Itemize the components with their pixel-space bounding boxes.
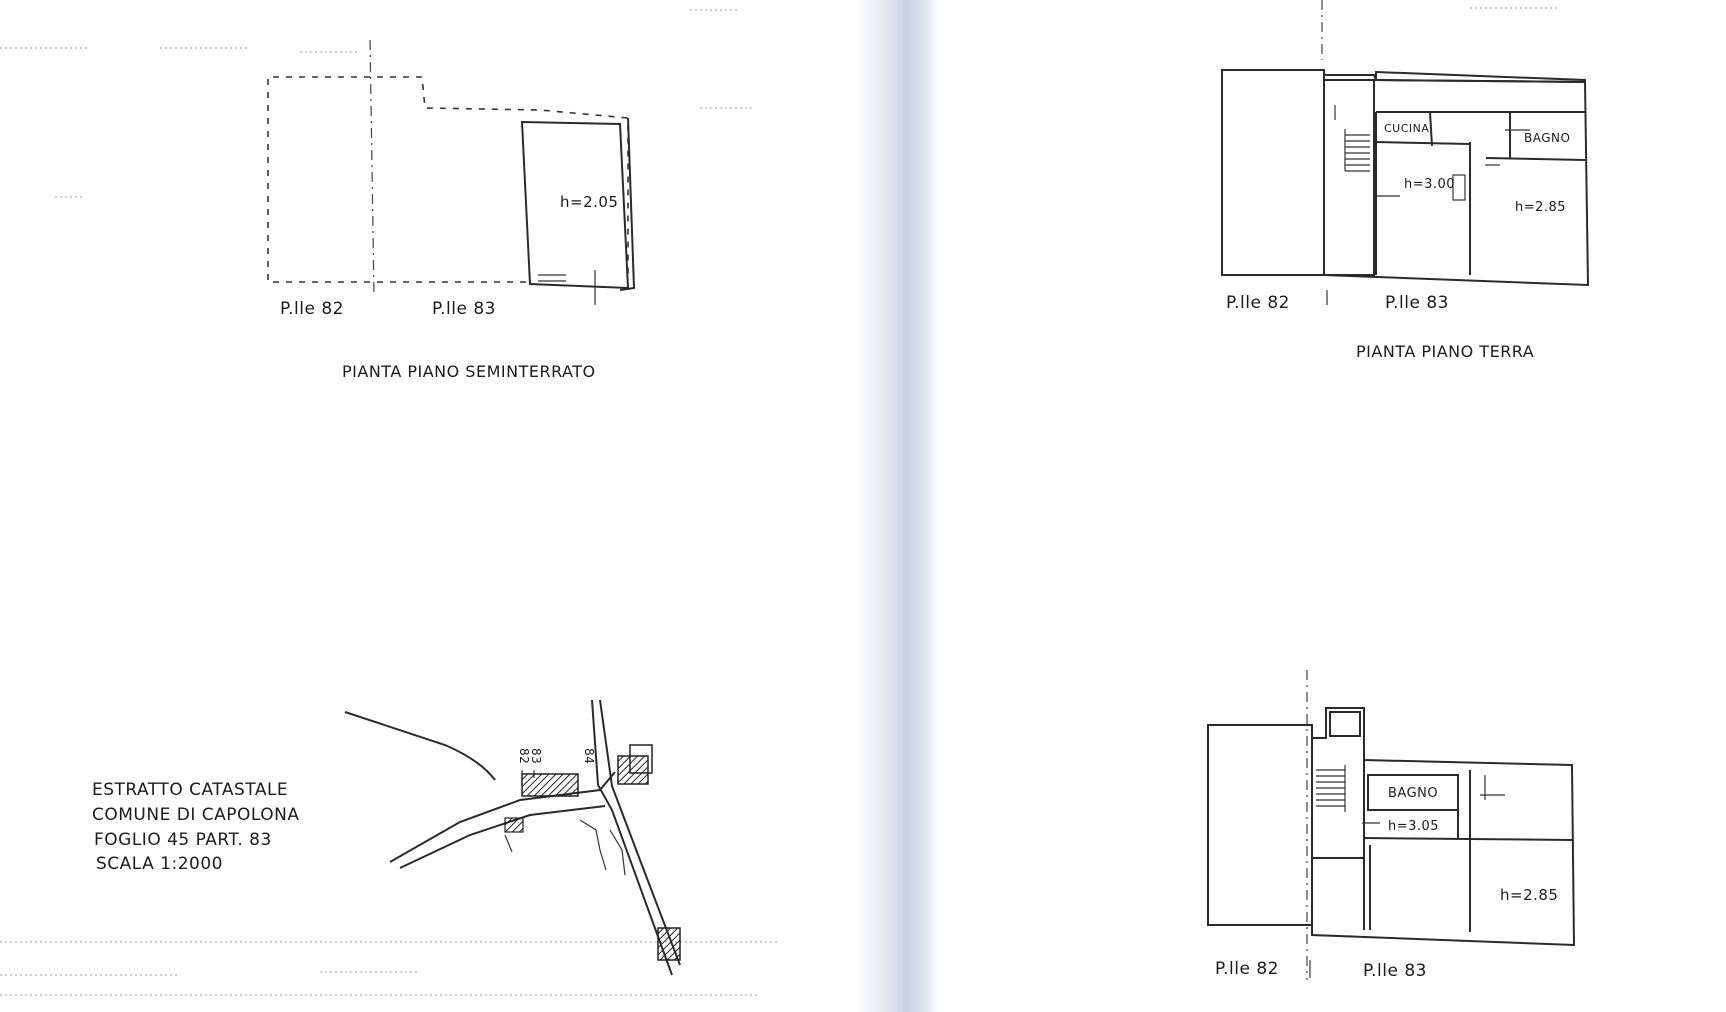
basement-plan: h=2.05 P.lle 82 P.lle 83 PIANTA PIANO SE… [267,39,636,381]
scan-artifacts [0,7,1560,996]
basement-height-label: h=2.05 [560,193,618,211]
ground-kitchen-label: CUCINA [1384,122,1429,135]
ground-stair-core [1323,79,1375,276]
ground-building-outline [1323,74,1590,287]
basement-parcel-83-label: P.lle 83 [432,299,496,319]
cadastral-parcel-83-block [521,773,579,797]
cadastral-map: 82 83 84 [344,699,681,976]
cadastral-caption-line1: ESTRATTO CATASTALE [92,780,288,800]
first-bath-label: BAGNO [1388,786,1438,801]
ground-height-center-label: h=3.00 [1404,177,1455,192]
cadastral-parcel-82-label: 82 [517,748,531,764]
first-building-outline [1311,707,1576,947]
first-parcel-82-label: P.lle 82 [1215,959,1279,979]
cadastral-caption-line2: COMUNE DI CAPOLONA [92,805,299,825]
first-height-center-label: h=3.05 [1388,819,1439,834]
first-parcel-83-label: P.lle 83 [1363,961,1427,981]
basement-parcel-82-label: P.lle 82 [280,299,344,319]
cadastral-caption: ESTRATTO CATASTALE COMUNE DI CAPOLONA FO… [92,780,299,874]
cadastral-parcel-83-label: 83 [529,748,543,764]
basement-boundary-line [369,39,375,297]
page-fold-shadow [855,0,940,1012]
cadastral-parcel-84-label: 84 [582,748,596,764]
ground-plan-title: PIANTA PIANO TERRA [1356,342,1534,361]
ground-floor-plan: CUCINA BAGNO h=3.00 h=2.85 P.lle 82 P.ll… [1221,0,1590,361]
cadastral-caption-line4: SCALA 1:2000 [96,854,223,874]
ground-bath-label: BAGNO [1524,131,1570,145]
ground-parcel-83-label: P.lle 83 [1385,293,1449,313]
basement-dashed-outline [267,76,629,283]
basement-plan-title: PIANTA PIANO SEMINTERRATO [342,362,596,381]
ground-parcel-82-label: P.lle 82 [1226,293,1290,313]
cadastral-caption-line3: FOGLIO 45 PART. 83 [94,830,272,850]
ground-height-right-label: h=2.85 [1515,200,1566,215]
first-floor-plan: BAGNO h=3.05 h=2.85 P.lle 82 P.lle 83 [1207,670,1576,981]
ground-parcel-82-area [1221,69,1325,276]
first-height-right-label: h=2.85 [1500,886,1558,904]
first-parcel-82-area [1207,724,1313,926]
